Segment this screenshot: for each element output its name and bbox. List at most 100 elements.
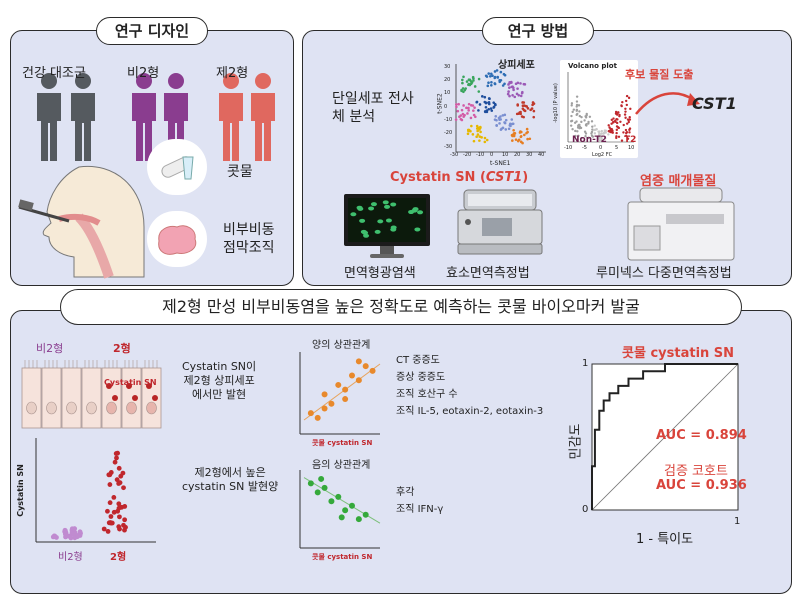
study-methods-title: 연구 방법 bbox=[482, 17, 594, 45]
epithelial-cell bbox=[21, 360, 42, 429]
tsne-point bbox=[473, 106, 476, 109]
main-banner: 제2형 만성 비부비동염을 높은 정확도로 예측하는 콧물 바이오마커 발굴 bbox=[60, 289, 742, 325]
volcano-point bbox=[576, 138, 579, 141]
volcano-point bbox=[597, 130, 600, 133]
tsne-point bbox=[501, 114, 505, 117]
dot-plot bbox=[35, 438, 156, 543]
fluorescent-cell bbox=[414, 227, 421, 232]
dot-t2 bbox=[111, 494, 117, 500]
tsne-point bbox=[499, 128, 503, 131]
tsne-point bbox=[495, 124, 498, 127]
tsne-point bbox=[467, 83, 470, 87]
roc-ylabel: 민감도 bbox=[568, 423, 584, 460]
tsne-point bbox=[494, 114, 498, 118]
scatter-point bbox=[369, 367, 376, 374]
fluorescent-cell bbox=[417, 210, 424, 215]
volcano-point bbox=[585, 122, 588, 126]
tsne-point bbox=[512, 129, 515, 132]
tsne-point bbox=[475, 100, 479, 104]
fluorescent-cell bbox=[368, 206, 375, 211]
volcano-ylabel: -log10 (P value) bbox=[552, 83, 559, 123]
volcano-point bbox=[587, 122, 590, 125]
fluorescent-cell bbox=[384, 204, 391, 209]
tsne-point bbox=[487, 81, 490, 84]
scatter-point bbox=[342, 396, 349, 403]
tsne-point bbox=[462, 115, 465, 118]
volcano-point bbox=[600, 129, 604, 133]
tsne-point bbox=[525, 105, 529, 108]
dot-non-t2 bbox=[77, 529, 83, 535]
negative-correlation-plot bbox=[299, 470, 381, 549]
volcano-point bbox=[615, 128, 619, 132]
volcano-point bbox=[609, 127, 612, 131]
fluorescent-cell bbox=[390, 202, 397, 207]
fluorescent-cell bbox=[408, 210, 415, 215]
dot-non-t2 bbox=[71, 526, 77, 532]
scatter-point bbox=[362, 511, 369, 518]
volcano-point bbox=[614, 120, 617, 123]
tsne-point bbox=[517, 112, 520, 115]
tsne-point bbox=[461, 87, 465, 90]
epithelial-cell bbox=[41, 360, 62, 429]
volcano-point bbox=[583, 119, 586, 122]
dot-t2 bbox=[116, 465, 122, 471]
dot-t2 bbox=[123, 524, 128, 530]
inflam-title: 염증 매개물질 bbox=[640, 174, 717, 189]
tsne-point bbox=[483, 140, 487, 144]
dot-t2 bbox=[107, 472, 113, 478]
tsne-point bbox=[454, 103, 458, 106]
tsne-point bbox=[472, 79, 475, 82]
tsne-point bbox=[501, 126, 505, 130]
tsne-point bbox=[493, 102, 497, 106]
monitor-icon bbox=[344, 194, 430, 258]
tsne-xtick: -20 bbox=[463, 152, 472, 158]
volcano-point bbox=[607, 133, 610, 136]
tsne-point bbox=[493, 70, 497, 73]
volcano-point bbox=[628, 118, 632, 121]
tsne-point bbox=[526, 137, 529, 141]
dot-t2 bbox=[108, 514, 114, 519]
dot-non-t2 bbox=[63, 534, 68, 540]
volcano-point bbox=[628, 115, 631, 119]
luminex-label: 루미넥스 다중면역측정법 bbox=[596, 266, 732, 281]
cell-label-non-t2: 비2형 bbox=[36, 342, 64, 355]
tsne-point bbox=[484, 101, 488, 105]
fluorescent-cell bbox=[382, 200, 389, 205]
volcano-point bbox=[615, 135, 618, 138]
tsne-point bbox=[499, 70, 503, 74]
tsne-point bbox=[507, 86, 511, 89]
tsne-point bbox=[503, 121, 506, 124]
scatter-point bbox=[349, 502, 355, 509]
person-icon bbox=[219, 73, 243, 161]
volcano-point bbox=[616, 113, 619, 116]
arrow-icon bbox=[635, 92, 700, 115]
tsne-point bbox=[472, 77, 475, 80]
person-icon bbox=[251, 73, 275, 161]
tsne-point bbox=[504, 128, 508, 131]
dot-non-t2 bbox=[62, 529, 68, 535]
tsne-point bbox=[511, 139, 514, 142]
dot-t2 bbox=[117, 514, 122, 520]
tsne-point bbox=[490, 80, 493, 84]
tsne-point bbox=[519, 110, 522, 114]
volcano-point bbox=[571, 128, 574, 131]
volcano-point bbox=[617, 135, 621, 138]
volcano-point bbox=[623, 113, 627, 116]
tsne-point bbox=[531, 101, 535, 104]
tsne-xtick: 40 bbox=[538, 152, 545, 158]
scatter-point bbox=[355, 358, 362, 365]
tsne-xtick: -30 bbox=[450, 152, 459, 158]
volcano-point bbox=[626, 137, 630, 140]
fluorescent-cell bbox=[370, 202, 377, 207]
volcano-xtick: -10 bbox=[564, 145, 573, 151]
tsne-point bbox=[476, 129, 479, 133]
dot-t2 bbox=[114, 477, 120, 483]
volcano-point bbox=[584, 135, 587, 138]
cst1-gene-label: CST1 bbox=[692, 94, 737, 113]
volcano-point bbox=[619, 120, 622, 123]
volcano-point bbox=[569, 124, 573, 127]
positive-correlation-plot bbox=[299, 352, 381, 435]
volcano-point bbox=[592, 128, 596, 132]
tsne-point bbox=[499, 118, 502, 121]
tsne-point bbox=[459, 114, 463, 117]
